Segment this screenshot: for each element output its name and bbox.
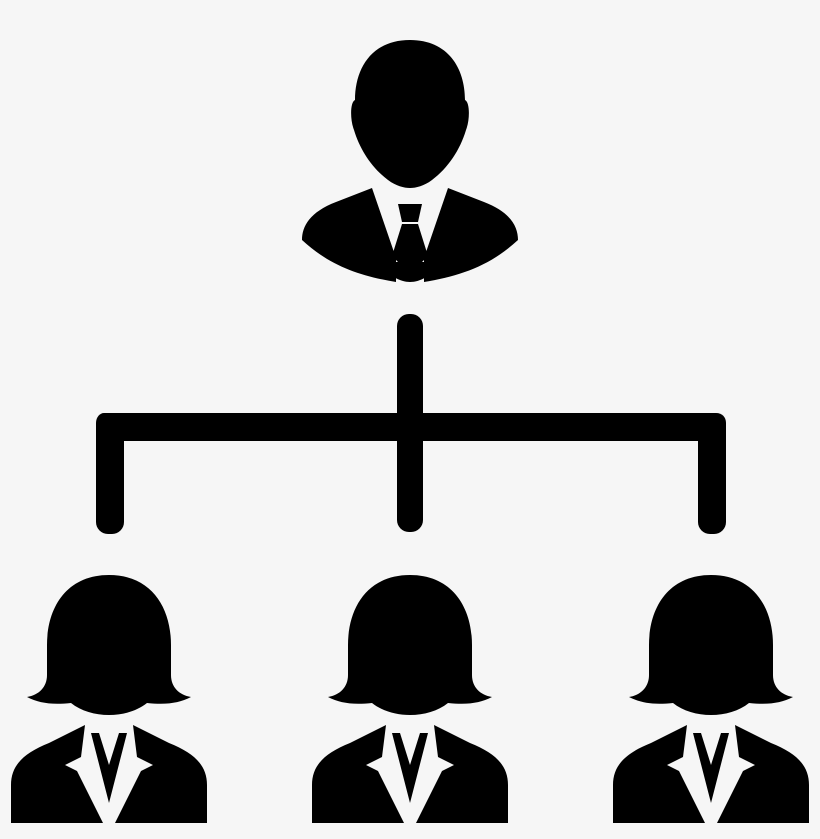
businessman-jacket-left (302, 188, 396, 282)
branch-bar (96, 413, 726, 441)
businessman-head (351, 40, 469, 188)
businessman-icon (302, 40, 518, 282)
tie-knot (398, 204, 422, 222)
connector-lines (96, 314, 726, 534)
businessman-jacket-right (424, 188, 518, 282)
businesswoman-icon (312, 575, 508, 823)
businesswoman-icon (11, 575, 207, 823)
tie (392, 224, 428, 274)
businesswoman-icon (613, 575, 809, 823)
branch-right-line (698, 420, 726, 534)
branch-left-line (96, 420, 124, 534)
